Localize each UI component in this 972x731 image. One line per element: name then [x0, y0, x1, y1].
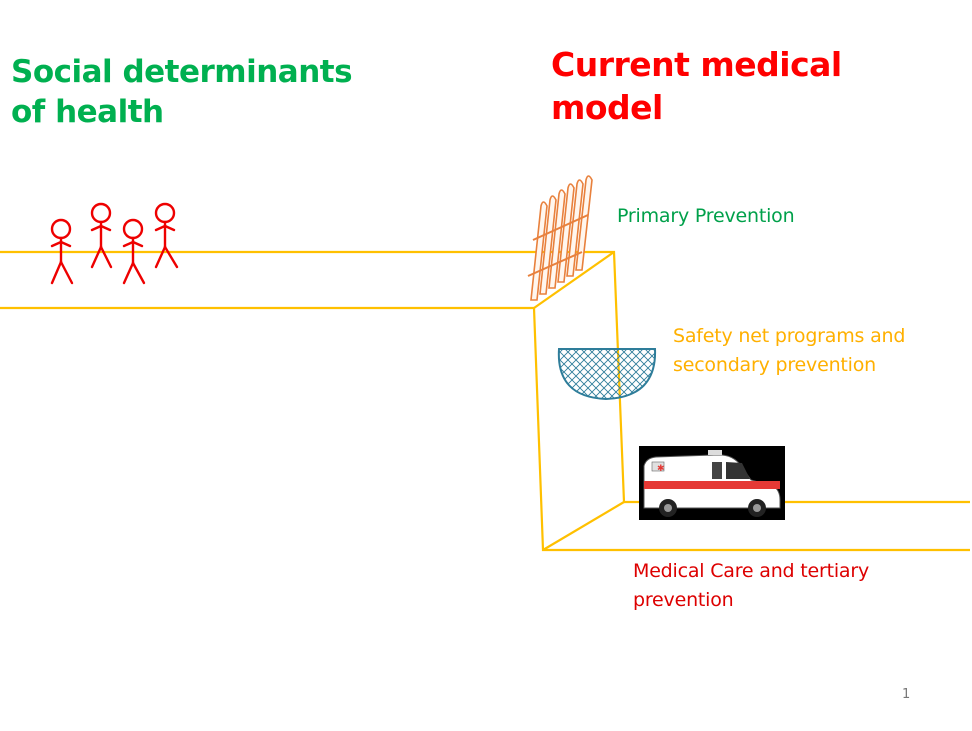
page-number: 1 — [902, 687, 911, 702]
label-medical-care: Medical Care and tertiary prevention — [633, 560, 870, 611]
label-safety-net: Safety net programs and secondary preven… — [673, 325, 906, 376]
title-current-medical-model: Current medical model — [551, 45, 842, 127]
stick-figure-icon — [90, 202, 113, 269]
cliff-top-edge — [533, 251, 615, 309]
lower-road-line — [0, 306, 970, 552]
stick-figure-icon — [122, 218, 146, 285]
ambulance-icon: ✱ — [639, 446, 785, 520]
safety-net-icon — [557, 348, 657, 401]
cliff-lines — [0, 250, 970, 552]
label-primary-prevention: Primary Prevention — [617, 205, 795, 227]
cliff-bottom-edge — [542, 501, 625, 551]
fence-icon — [527, 175, 593, 301]
title-social-determinants: Social determinants of health — [11, 54, 353, 131]
svg-text:✱: ✱ — [657, 464, 665, 474]
stick-figure-icon — [50, 218, 74, 285]
stick-figure-icon — [154, 202, 179, 269]
